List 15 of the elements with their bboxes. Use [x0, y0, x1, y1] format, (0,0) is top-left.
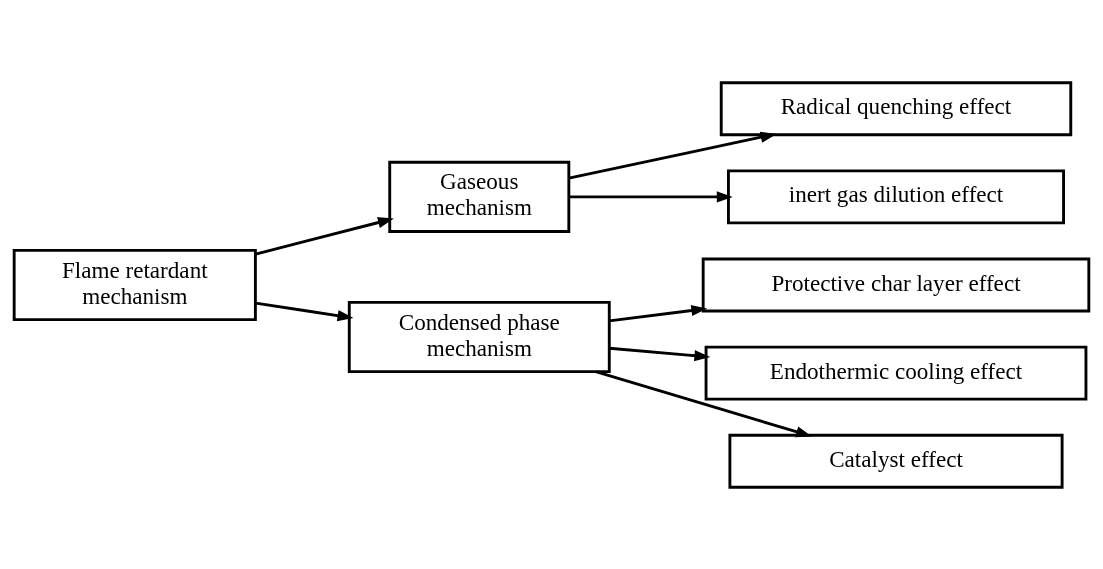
node-box: Radical quenching effect: [719, 80, 1073, 136]
node-box: Flame retardant mechanism: [12, 248, 257, 321]
arrow: [255, 301, 354, 321]
arrow: [609, 346, 711, 361]
node-box: Gaseous mechanism: [388, 160, 571, 233]
arrow: [569, 190, 733, 202]
arrow: [568, 131, 777, 179]
node-box: inert gas dilution effect: [727, 168, 1065, 224]
node-box: Catalyst effect: [728, 433, 1064, 489]
arrow: [596, 369, 812, 437]
arrow: [609, 304, 708, 322]
arrow: [255, 216, 394, 256]
node-box: Protective char layer effect: [701, 257, 1091, 312]
node-box: Condensed phase mechanism: [347, 300, 611, 373]
node-box: Endothermic cooling effect: [704, 345, 1088, 401]
